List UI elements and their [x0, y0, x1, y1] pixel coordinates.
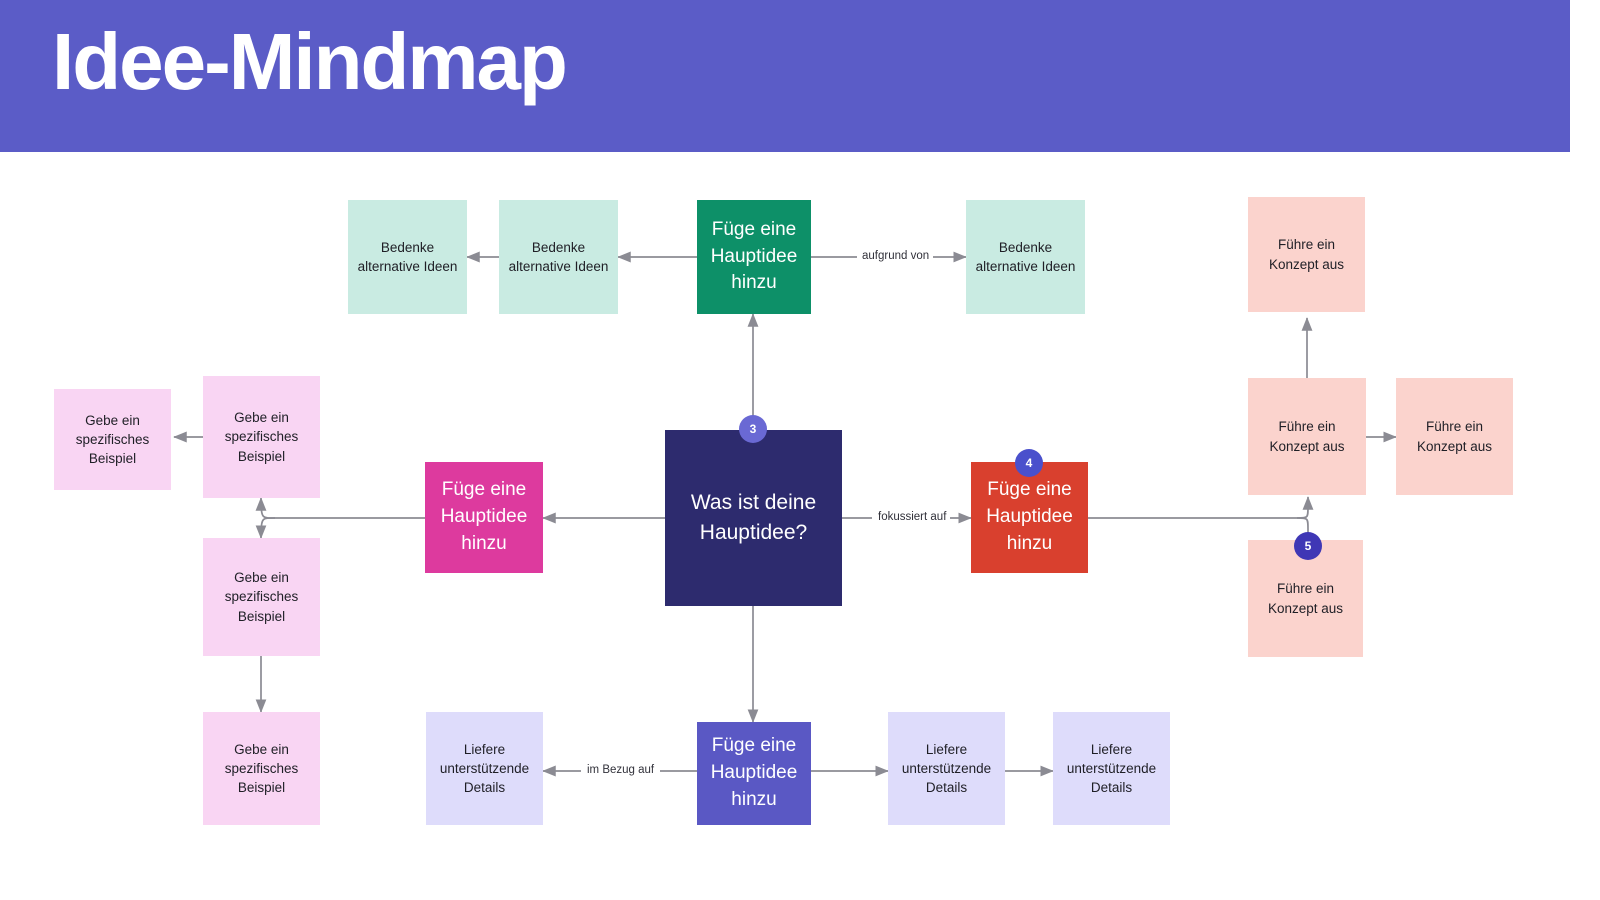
node-magenta-main-label: Füge eine Hauptidee hinzu [440, 479, 528, 554]
node-magenta-main[interactable]: Füge eine Hauptidee hinzu [425, 462, 543, 573]
node-pink-far-left-label: Gebe ein spezifisches Beispiel [75, 412, 150, 467]
node-lavender-right[interactable]: Liefere unterstützende Details [888, 712, 1005, 825]
node-lavender-far-right-label: Liefere unterstützende Details [1066, 741, 1157, 796]
node-lavender-far-right[interactable]: Liefere unterstützende Details [1053, 712, 1170, 825]
node-mint-left-label: Bedenke alternative Ideen [508, 239, 609, 274]
node-pink-upper-label: Gebe ein spezifisches Beispiel [224, 410, 299, 464]
node-pink-lower[interactable]: Gebe ein spezifisches Beispiel [203, 712, 320, 825]
node-mint-far-left-label: Bedenke alternative Ideen [357, 239, 458, 274]
page-title: Idee-Mindmap [52, 17, 568, 106]
edge-magenta-split-up [255, 497, 276, 519]
node-mint-left[interactable]: Bedenke alternative Ideen [499, 200, 618, 314]
node-green-main[interactable]: Füge eine Hauptidee hinzu [697, 200, 811, 314]
node-pink-middle[interactable]: Gebe ein spezifisches Beispiel [203, 538, 320, 656]
node-lavender-right-label: Liefere unterstützende Details [901, 741, 992, 796]
node-salmon-top[interactable]: Führe ein Konzept aus [1248, 197, 1365, 312]
node-indigo-main-label: Füge eine Hauptidee hinzu [710, 735, 798, 810]
node-salmon-middle[interactable]: Führe ein Konzept aus [1248, 378, 1366, 495]
header-banner: Idee-Mindmap [0, 0, 1570, 152]
badge-4[interactable]: 4 [1015, 449, 1043, 477]
edge-label-aufgrund-von: aufgrund von [858, 250, 934, 262]
node-salmon-right[interactable]: Führe ein Konzept aus [1396, 378, 1513, 495]
node-pink-lower-label: Gebe ein spezifisches Beispiel [224, 741, 299, 796]
badge-5[interactable]: 5 [1294, 532, 1322, 560]
edge-label-im-bezug-auf: im Bezug auf [583, 764, 659, 776]
node-pink-middle-label: Gebe ein spezifisches Beispiel [224, 570, 299, 624]
node-lavender-left-label: Liefere unterstützende Details [439, 741, 530, 796]
node-salmon-bottom-label: Führe ein Konzept aus [1267, 581, 1344, 616]
node-mint-far-left[interactable]: Bedenke alternative Ideen [348, 200, 467, 314]
node-mint-right[interactable]: Bedenke alternative Ideen [966, 200, 1085, 314]
edge-label-fokussiert-auf: fokussiert auf [874, 511, 951, 523]
node-center-main-idea[interactable]: Was ist deine Hauptidee? [665, 430, 842, 606]
badge-3[interactable]: 3 [739, 415, 767, 443]
node-mint-right-label: Bedenke alternative Ideen [975, 239, 1076, 274]
node-center-label: Was ist deine Hauptidee? [690, 491, 817, 544]
node-salmon-top-label: Führe ein Konzept aus [1268, 237, 1345, 272]
node-salmon-middle-label: Führe ein Konzept aus [1269, 419, 1345, 454]
edge-magenta-split-down [255, 517, 276, 539]
node-salmon-right-label: Führe ein Konzept aus [1416, 419, 1493, 454]
node-red-main-label: Füge eine Hauptidee hinzu [986, 479, 1073, 554]
edge-red-split-up [1296, 496, 1314, 519]
node-lavender-left[interactable]: Liefere unterstützende Details [426, 712, 543, 825]
node-pink-far-left[interactable]: Gebe ein spezifisches Beispiel [54, 389, 171, 490]
node-green-main-label: Füge eine Hauptidee hinzu [710, 218, 798, 294]
node-indigo-main[interactable]: Füge eine Hauptidee hinzu [697, 722, 811, 825]
node-pink-upper[interactable]: Gebe ein spezifisches Beispiel [203, 376, 320, 498]
node-red-main[interactable]: Füge eine Hauptidee hinzu [971, 462, 1088, 573]
